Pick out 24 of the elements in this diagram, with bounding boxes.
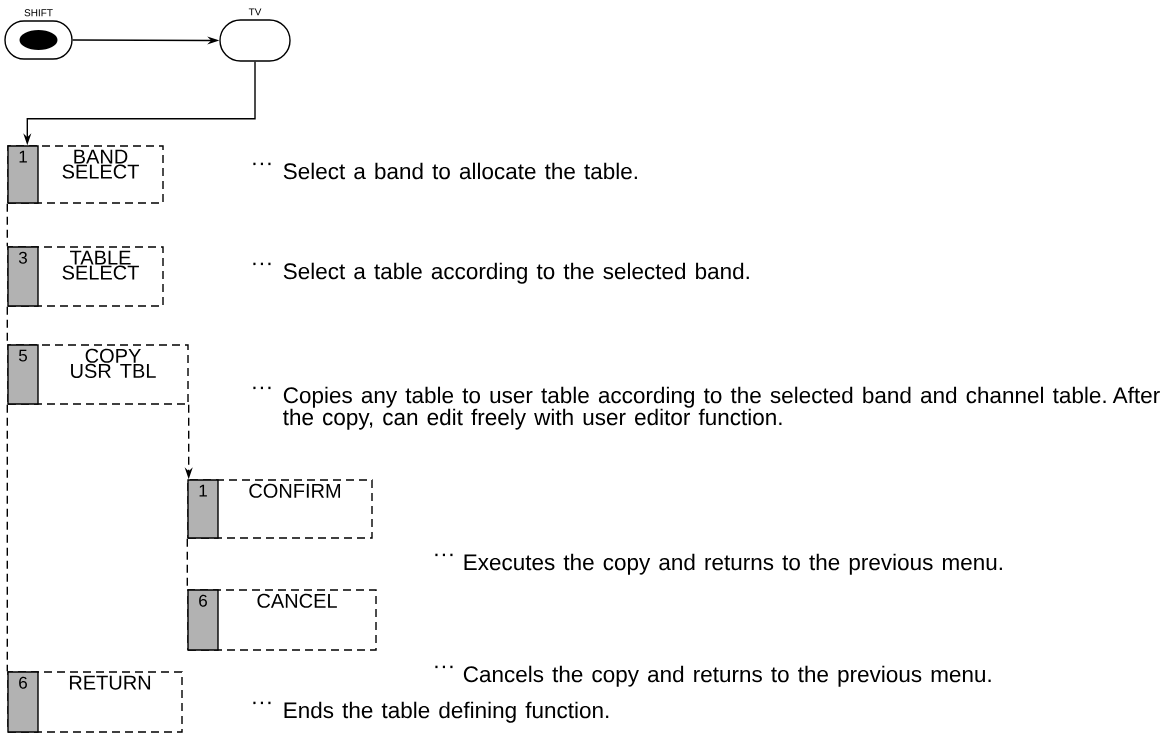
menu-box: 3 TABLE SELECT	[7, 246, 164, 307]
description-text: Select a table according to the selected band.	[283, 262, 749, 284]
key-button: SHIFT	[4, 9, 73, 60]
connector-line	[6, 404, 8, 672]
ellipsis: ···	[253, 701, 271, 705]
description-text: Select a band to allocate the table.	[283, 162, 637, 180]
key-button: TV	[219, 8, 291, 62]
connector-line	[6, 203, 8, 247]
menu-box: 6 CANCEL	[187, 589, 377, 651]
ellipsis: ···	[435, 665, 453, 669]
menu-box: 5 COPY USR TBL	[7, 344, 189, 405]
description-text: Ends the table defining function.	[284, 701, 609, 723]
menu-box: 1 CONFIRM	[187, 479, 373, 539]
node-label: TV	[248, 8, 262, 16]
ellipsis: ···	[253, 262, 271, 266]
description-text: Cancels the copy and returns to the previous menu.	[463, 665, 991, 687]
description-text: Copies any table to user table according to the selected band and channel table. After the copy, can edit freely with user editor function.	[283, 386, 1160, 430]
menu-box: 6 RETURN	[7, 671, 183, 733]
ellipsis: ···	[253, 386, 271, 390]
description-text: Executes the copy and returns to the previous menu.	[464, 553, 1002, 575]
ellipsis: ···	[253, 162, 271, 166]
node-label: SHIFT	[24, 9, 53, 17]
menu-box: 1 BAND SELECT	[7, 145, 164, 204]
ellipsis: ···	[435, 553, 453, 557]
